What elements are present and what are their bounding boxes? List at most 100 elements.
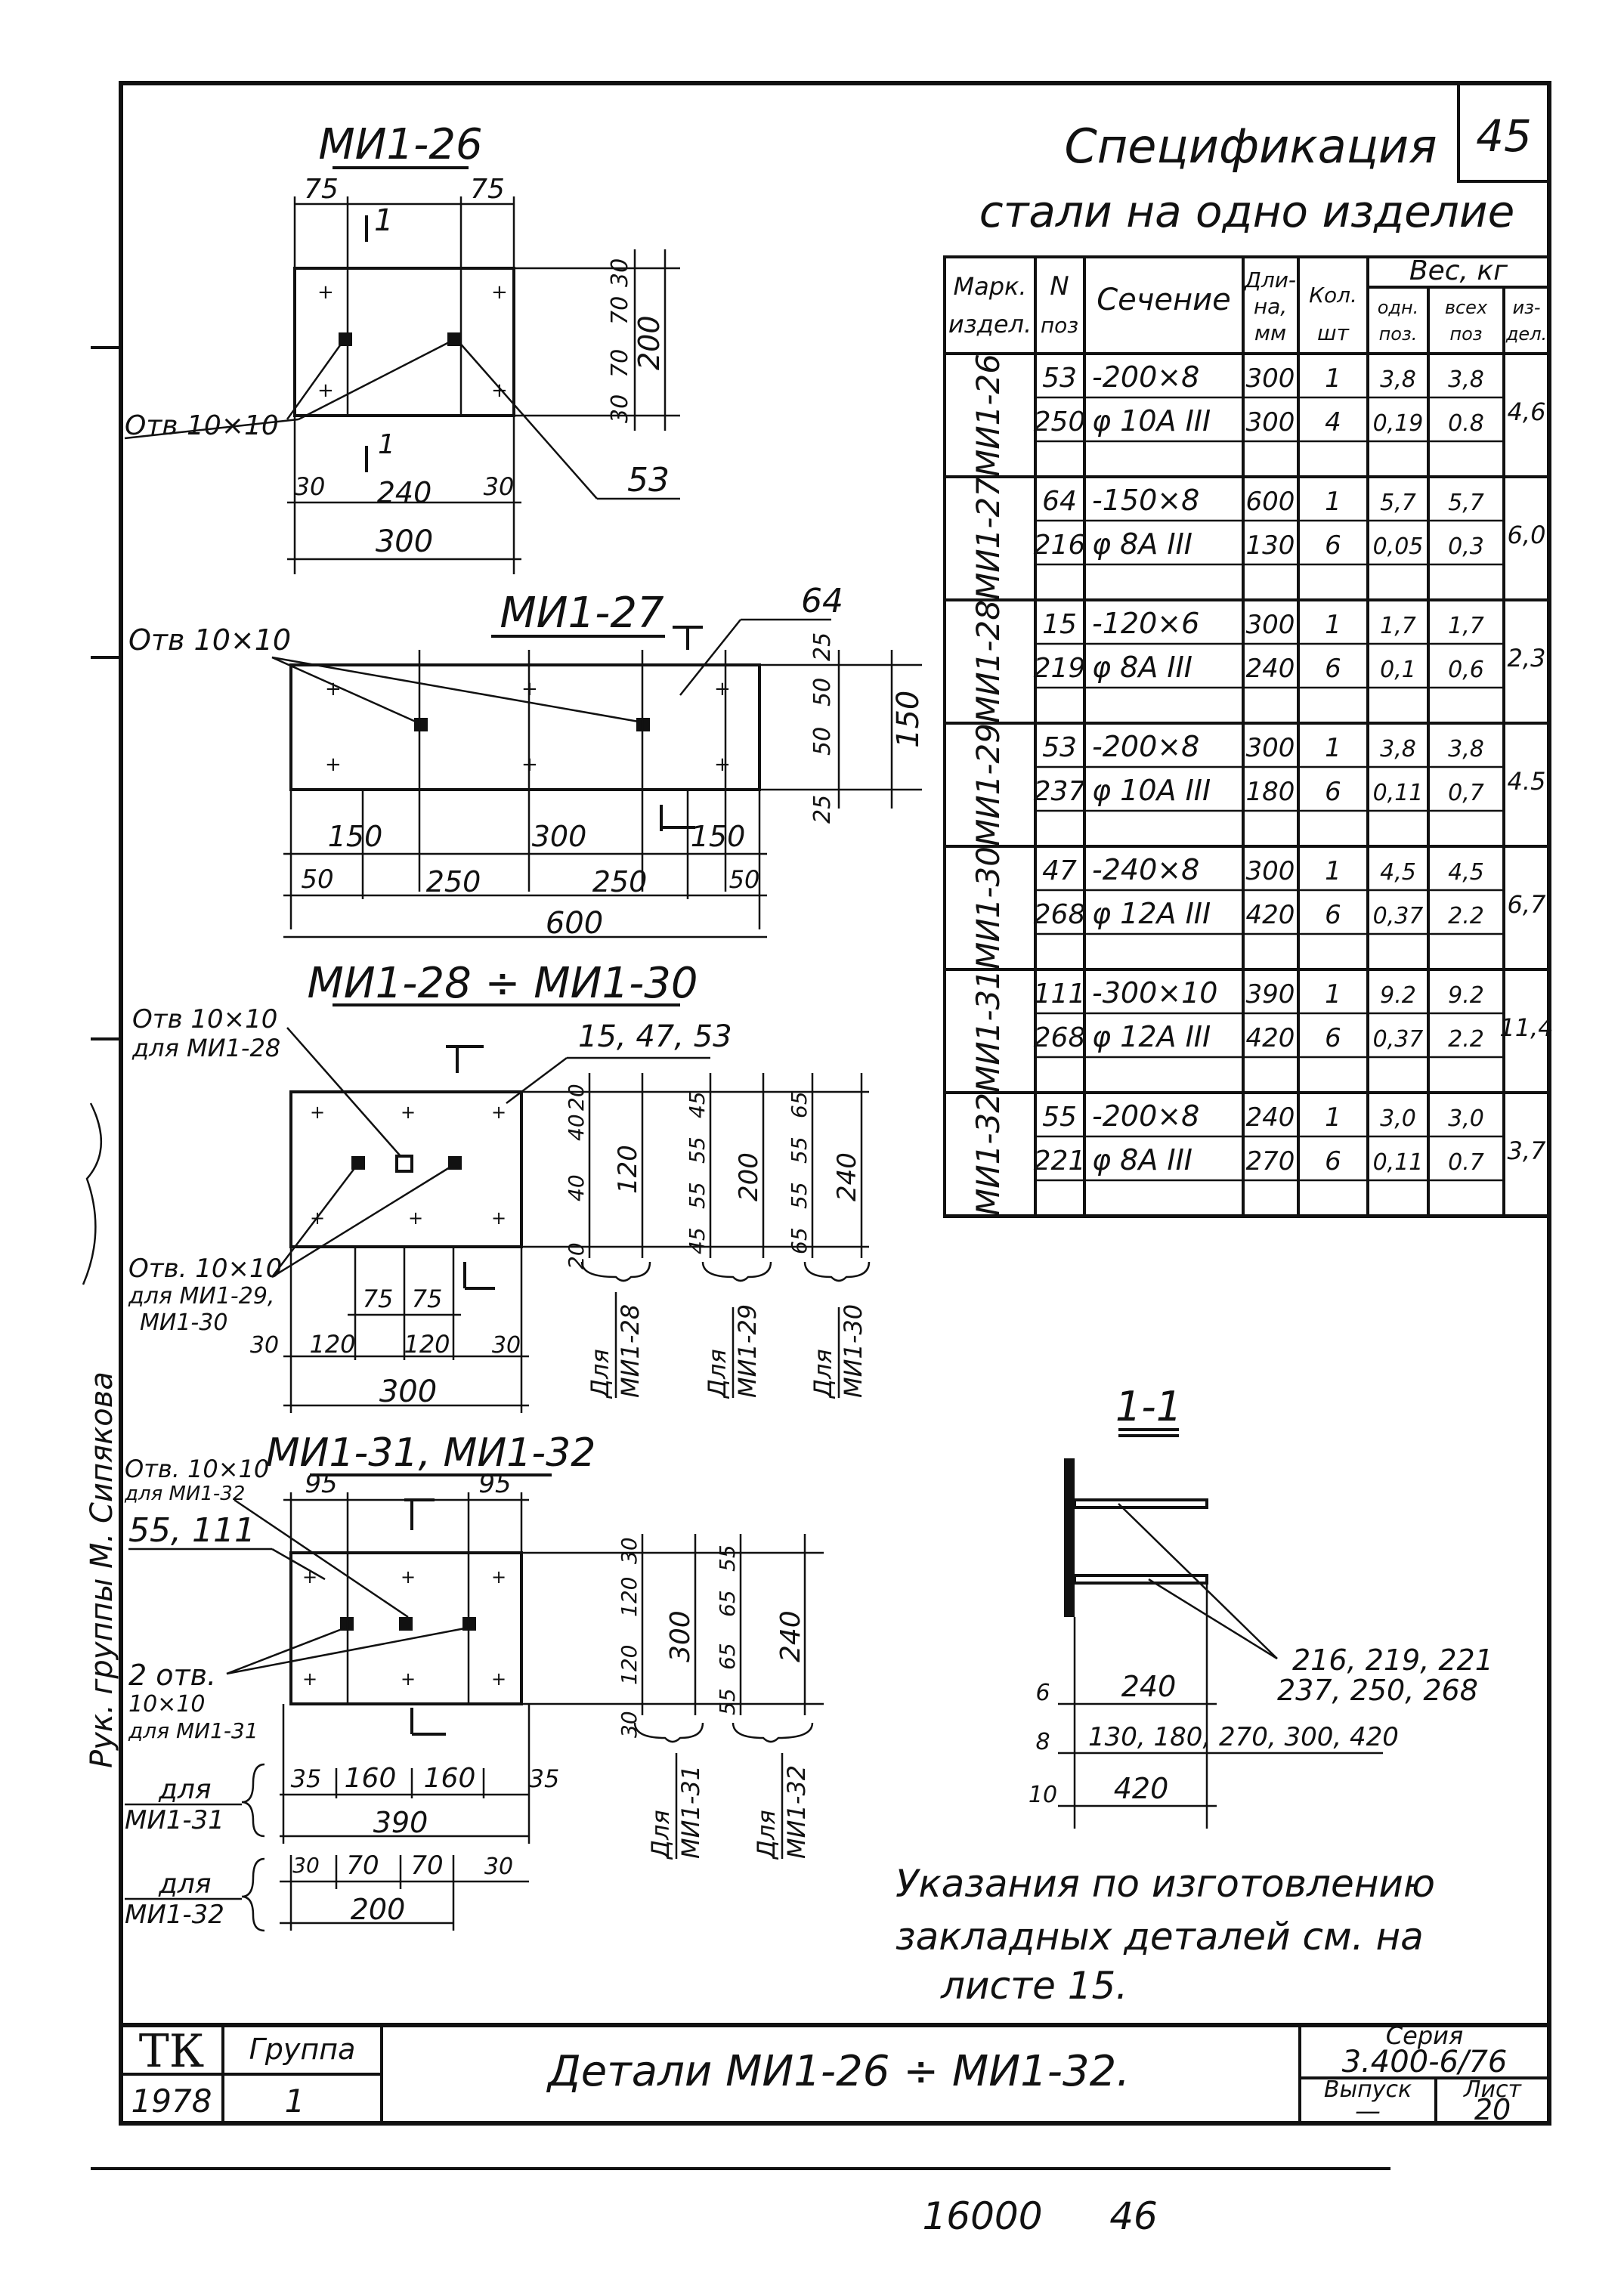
leader [271, 1548, 326, 1581]
spec-cell-w-all: 2.2 [1448, 1026, 1484, 1053]
detail-mi1-26: МИ1-26 75 75 1 + + + + 30 70 70 30 200 О… [124, 120, 680, 574]
bar-mark: + [302, 1668, 317, 1690]
dim: 160 [424, 1763, 476, 1794]
spec-cell-pos: 47 [1042, 855, 1077, 886]
spec-cell-w-all: 0,3 [1448, 533, 1484, 560]
spec-cell-qty: 1 [1325, 363, 1341, 394]
spec-cell-qty: 6 [1325, 900, 1341, 930]
drawing-title: Детали МИ1-26 ÷ МИ1-32. [546, 2047, 1130, 2096]
pos-label: 15, 47, 53 [578, 1019, 732, 1054]
spec-cell-pos: 64 [1042, 486, 1077, 517]
hdr-qty: Кол. [1309, 283, 1357, 308]
spec-subtitle: стали на одно изделие [979, 186, 1515, 237]
dim: 70 [346, 1851, 379, 1881]
spec-cell-pos: 53 [1042, 732, 1077, 763]
spec-cell-w-one: 0,11 [1373, 1149, 1424, 1176]
spec-cell-section: -200×8 [1092, 360, 1199, 394]
spec-cell-qty: 1 [1325, 856, 1341, 886]
dim: 120 [309, 1330, 355, 1359]
mi28-title: МИ1-28 ÷ МИ1-30 [307, 959, 698, 1008]
spec-cell-pos: 268 [1034, 1022, 1086, 1053]
dim: 30 [484, 1854, 513, 1880]
leader [1148, 1578, 1278, 1660]
anchor-bar [1073, 1498, 1208, 1509]
spec-cell-w-one: 3,8 [1380, 736, 1416, 762]
dim: 30 [617, 1711, 642, 1738]
spec-cell-w-one: 0,19 [1373, 410, 1424, 437]
detail-mi1-31-32: МИ1-31, МИ1-32 + + + + + + 95 95 Отв. 10… [124, 1430, 824, 1932]
dim: 30 [292, 1853, 320, 1878]
for-label: Для [809, 1349, 837, 1399]
spec-cell-w-all: 0.8 [1448, 410, 1484, 437]
hdr-pos-2: поз [1041, 313, 1078, 338]
leader [226, 1627, 466, 1675]
hole-note: для МИ1-32 [124, 1483, 245, 1505]
bar-mark: + [317, 379, 334, 402]
spec-cell-length: 240 [1246, 654, 1295, 684]
section-mark: 1 [378, 429, 395, 460]
leader [1118, 1503, 1278, 1659]
bar-mark: + [310, 1102, 325, 1123]
item-mark: МИ1-28 [970, 600, 1007, 723]
bar-mark: + [401, 1102, 416, 1123]
hdr-w-all-2: поз [1449, 323, 1482, 345]
spec-cell-pos: 111 [1034, 979, 1086, 1010]
detail-mi1-27: МИ1-27 + + + + + + Отв 10×10 64 25 50 50 [128, 582, 926, 941]
item-weight: 2,3 [1508, 644, 1546, 673]
dim: 20 [564, 1084, 589, 1111]
sheet-value: 20 [1474, 2093, 1511, 2126]
spec-cell-section: φ 12А III [1092, 897, 1211, 930]
dim: 45 [685, 1091, 710, 1118]
bar-mark: + [491, 1668, 506, 1690]
pos-label: 53 [627, 461, 670, 499]
dim: 160 [345, 1763, 397, 1794]
spec-cell-w-all: 9.2 [1448, 982, 1484, 1009]
spec-cell-w-one: 3,0 [1380, 1105, 1416, 1132]
spec-cell-section: φ 8А III [1092, 527, 1192, 561]
mi28-plate [289, 1090, 523, 1248]
dim: 20 [564, 1242, 589, 1269]
dim: 40 [564, 1114, 589, 1141]
item-weight: 3,7 [1508, 1136, 1547, 1165]
spec-title: Спецификация [1064, 119, 1437, 174]
spec-cell-pos: 219 [1034, 653, 1086, 684]
leader [271, 1167, 356, 1278]
spec-cell-w-all: 1,7 [1448, 613, 1484, 639]
spec-cell-length: 390 [1246, 979, 1295, 1010]
signature [82, 1102, 103, 1285]
hole-note: Отв. 10×10 [125, 1455, 269, 1483]
dim: 30 [250, 1332, 279, 1359]
dim: 65 [715, 1590, 740, 1617]
dim: 120 [617, 1645, 642, 1685]
hdr-w-item: из- [1512, 297, 1540, 318]
dim: 30 [617, 1537, 642, 1564]
year: 1978 [131, 2082, 212, 2120]
group-label: Группа [249, 2033, 356, 2066]
spec-cell-qty: 6 [1325, 530, 1341, 561]
dim: 95 [305, 1469, 337, 1499]
hole-note: Отв 10×10 [128, 623, 291, 657]
item-weight: 6,0 [1508, 521, 1546, 549]
hdr-length: Дли- [1243, 267, 1296, 292]
item-mark: МИ1-29 [970, 723, 1007, 846]
spec-cell-qty: 1 [1325, 733, 1341, 763]
spec-cell-qty: 6 [1325, 777, 1341, 807]
hole-note: 10×10 [128, 1691, 205, 1718]
dim: 120 [404, 1330, 450, 1359]
hole-note: 2 отв. [128, 1659, 216, 1692]
spec-cell-w-one: 0,05 [1373, 533, 1424, 560]
hdr-w-all: всех [1445, 297, 1488, 318]
for-label: МИ1-31 [125, 1805, 224, 1835]
hole-note: Отв. 10×10 [128, 1254, 282, 1284]
for-label: МИ1-32 [125, 1900, 224, 1930]
spec-cell-length: 600 [1246, 487, 1295, 517]
brace [701, 1261, 772, 1282]
dim: 50 [301, 864, 333, 895]
spec-cell-pos: 268 [1034, 899, 1086, 930]
bar-length: 130, 180, 270, 300, 420 [1088, 1722, 1399, 1752]
dim: 150 [691, 820, 746, 853]
item-weight: 4.5 [1508, 767, 1546, 796]
dim: 75 [363, 1285, 394, 1313]
series-label: Серия [1386, 2021, 1463, 2050]
dim: 35 [529, 1764, 560, 1793]
